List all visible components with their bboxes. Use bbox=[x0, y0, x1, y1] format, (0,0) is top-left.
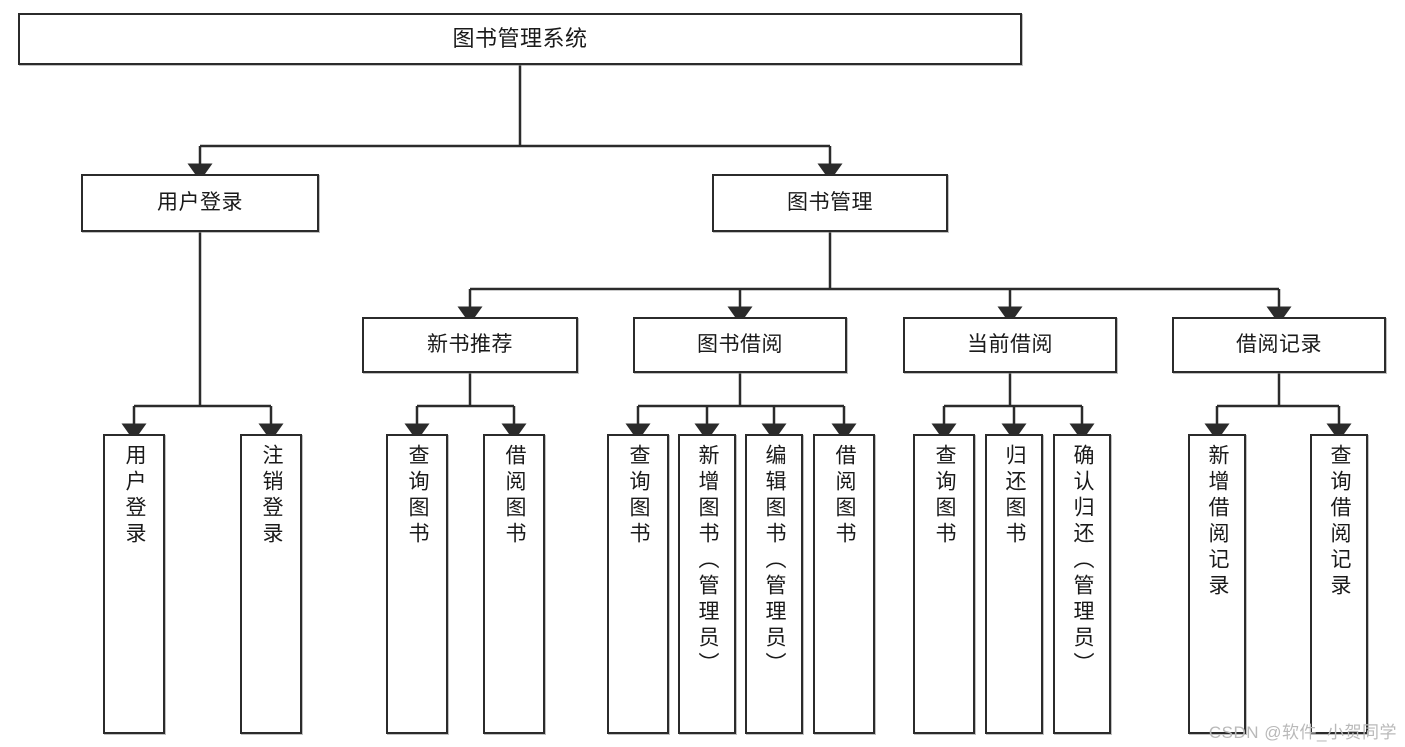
leaf-borrow-query-book-label: 查询图书 bbox=[627, 444, 651, 548]
node-current-borrow[interactable]: 当前借阅 bbox=[903, 317, 1117, 373]
leaf-record-add-borrow-record-label: 新增借阅记录 bbox=[1206, 444, 1230, 600]
leaf-record-query-borrow-record[interactable]: 查询借阅记录 bbox=[1310, 434, 1368, 734]
leaf-user-login[interactable]: 用户登录 bbox=[103, 434, 165, 734]
node-book-borrow-label: 图书借阅 bbox=[697, 332, 783, 356]
leaf-borrow-borrow-book-label: 借阅图书 bbox=[833, 444, 857, 548]
node-book-management-module-label: 图书管理 bbox=[787, 190, 873, 214]
node-root-system[interactable]: 图书管理系统 bbox=[18, 13, 1022, 65]
node-book-management-module[interactable]: 图书管理 bbox=[712, 174, 948, 232]
leaf-borrow-borrow-book[interactable]: 借阅图书 bbox=[813, 434, 875, 734]
tree-connectors bbox=[121, 65, 1352, 441]
leaf-user-login-label: 用户登录 bbox=[123, 444, 147, 548]
leaf-borrow-edit-book-admin-label: 编辑图书（管理员） bbox=[763, 444, 787, 678]
leaf-borrow-add-book-admin[interactable]: 新增图书（管理员） bbox=[678, 434, 736, 734]
node-book-borrow[interactable]: 图书借阅 bbox=[633, 317, 847, 373]
node-borrow-record[interactable]: 借阅记录 bbox=[1172, 317, 1386, 373]
leaf-borrow-add-book-admin-label: 新增图书（管理员） bbox=[696, 444, 720, 678]
leaf-user-logout[interactable]: 注销登录 bbox=[240, 434, 302, 734]
leaf-recommend-borrow-book[interactable]: 借阅图书 bbox=[483, 434, 545, 734]
leaf-recommend-query-book-label: 查询图书 bbox=[406, 444, 430, 548]
node-new-book-recommend[interactable]: 新书推荐 bbox=[362, 317, 578, 373]
csdn-watermark: CSDN @软件_小贺同学 bbox=[1208, 723, 1397, 742]
leaf-recommend-borrow-book-label: 借阅图书 bbox=[503, 444, 527, 548]
leaf-user-logout-label: 注销登录 bbox=[260, 444, 284, 548]
leaf-current-return-book-label: 归还图书 bbox=[1003, 444, 1027, 548]
leaf-record-query-borrow-record-label: 查询借阅记录 bbox=[1328, 444, 1352, 600]
leaf-recommend-query-book[interactable]: 查询图书 bbox=[386, 434, 448, 734]
node-root-system-label: 图书管理系统 bbox=[452, 26, 588, 52]
leaf-current-confirm-return-admin-label: 确认归还（管理员） bbox=[1071, 444, 1095, 678]
leaf-current-query-book[interactable]: 查询图书 bbox=[913, 434, 975, 734]
node-user-login-module[interactable]: 用户登录 bbox=[81, 174, 319, 232]
node-borrow-record-label: 借阅记录 bbox=[1236, 332, 1322, 356]
node-new-book-recommend-label: 新书推荐 bbox=[427, 332, 513, 356]
leaf-borrow-edit-book-admin[interactable]: 编辑图书（管理员） bbox=[745, 434, 803, 734]
node-current-borrow-label: 当前借阅 bbox=[967, 332, 1053, 356]
leaf-current-return-book[interactable]: 归还图书 bbox=[985, 434, 1043, 734]
node-user-login-module-label: 用户登录 bbox=[157, 190, 243, 214]
leaf-borrow-query-book[interactable]: 查询图书 bbox=[607, 434, 669, 734]
leaf-current-confirm-return-admin[interactable]: 确认归还（管理员） bbox=[1053, 434, 1111, 734]
leaf-current-query-book-label: 查询图书 bbox=[933, 444, 957, 548]
leaf-record-add-borrow-record[interactable]: 新增借阅记录 bbox=[1188, 434, 1246, 734]
